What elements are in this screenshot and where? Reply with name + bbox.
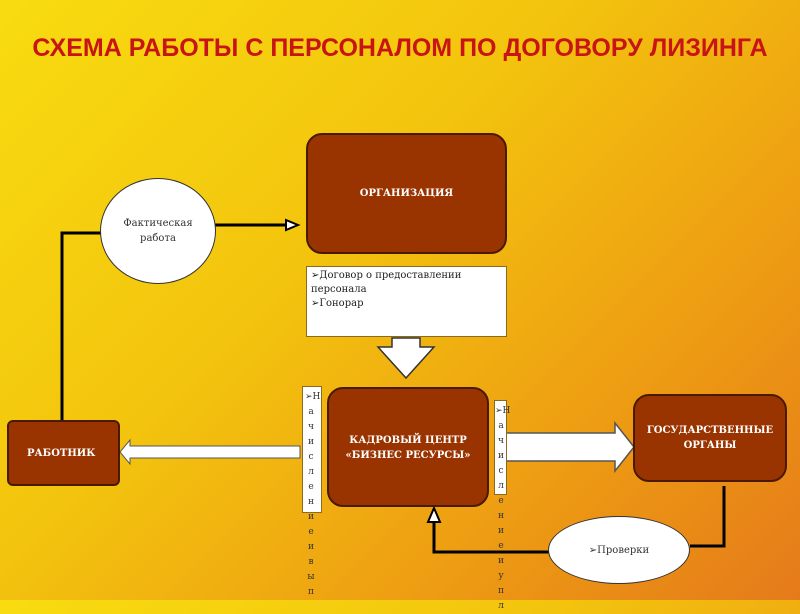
inspection-to-hr-line — [432, 518, 550, 554]
actual-work-label: Фактическая работа — [123, 218, 193, 244]
letter: и — [498, 451, 504, 461]
hr-center-label-1: КАДРОВЫЙ ЦЕНТР — [349, 435, 467, 446]
worker-label: РАБОТНИК — [27, 447, 96, 459]
down-arrow — [376, 337, 436, 380]
inspections-node: ➢Проверки — [548, 516, 690, 584]
letter: е — [498, 496, 504, 506]
gov-label-1: ГОСУДАРСТВЕННЫЕ — [646, 425, 774, 436]
organization-node: ОРГАНИЗАЦИЯ — [306, 133, 507, 254]
letter: и — [308, 437, 314, 447]
hr-to-worker-arrow — [119, 438, 301, 466]
contract-note: ➢Договор о предоставлении персонала ➢Гон… — [306, 266, 507, 337]
letter: е — [498, 541, 504, 551]
letter: н — [308, 497, 314, 507]
letter: и — [498, 556, 504, 566]
letter: н — [498, 511, 504, 521]
letter: с — [308, 452, 314, 462]
letter: в — [308, 557, 314, 567]
letter: и — [308, 512, 314, 522]
letter: и — [498, 526, 504, 536]
worker-node: РАБОТНИК — [7, 420, 120, 486]
letter: л — [308, 467, 314, 477]
actual-work-node: Фактическая работа — [100, 178, 216, 284]
hr-center-label-2: «БИЗНЕС РЕСУРСЫ» — [345, 450, 471, 461]
inspections-label: ➢Проверки — [588, 544, 650, 556]
left-vertical-box — [302, 386, 322, 513]
letter: с — [498, 466, 504, 476]
letter: и — [308, 542, 314, 552]
letter: ч — [498, 436, 504, 446]
letter: ч — [308, 422, 314, 432]
worker-to-work-line — [60, 231, 102, 420]
gov-label-2: ОРГАНЫ — [683, 440, 737, 451]
letter: п — [308, 587, 314, 597]
letter: п — [498, 586, 504, 596]
letter: е — [308, 527, 314, 537]
hr-to-gov-arrow — [504, 420, 635, 474]
letter: ➢Н — [495, 406, 511, 416]
page-title: СХЕМА РАБОТЫ С ПЕРСОНАЛОМ ПО ДОГОВОРУ ЛИ… — [32, 34, 768, 62]
letter: л — [498, 481, 504, 491]
letter: ы — [307, 572, 315, 582]
contract-item: ➢Договор о предоставлении персонала — [311, 270, 462, 295]
fee-item: ➢Гонорар — [311, 298, 364, 309]
letter: а — [308, 407, 314, 417]
connectors — [60, 218, 726, 554]
gov-to-inspection-line — [690, 486, 726, 548]
government-node: ГОСУДАРСТВЕННЫЕ ОРГАНЫ — [633, 394, 787, 482]
letter: е — [308, 482, 314, 492]
letter: л — [498, 601, 504, 611]
organization-label: ОРГАНИЗАЦИЯ — [359, 188, 454, 199]
letter: у — [498, 571, 504, 581]
right-vertical-box — [494, 400, 507, 495]
hr-center-node: КАДРОВЫЙ ЦЕНТР «БИЗНЕС РЕСУРСЫ» — [327, 387, 489, 507]
letter: ➢Н — [305, 392, 321, 402]
letter: а — [498, 421, 504, 431]
